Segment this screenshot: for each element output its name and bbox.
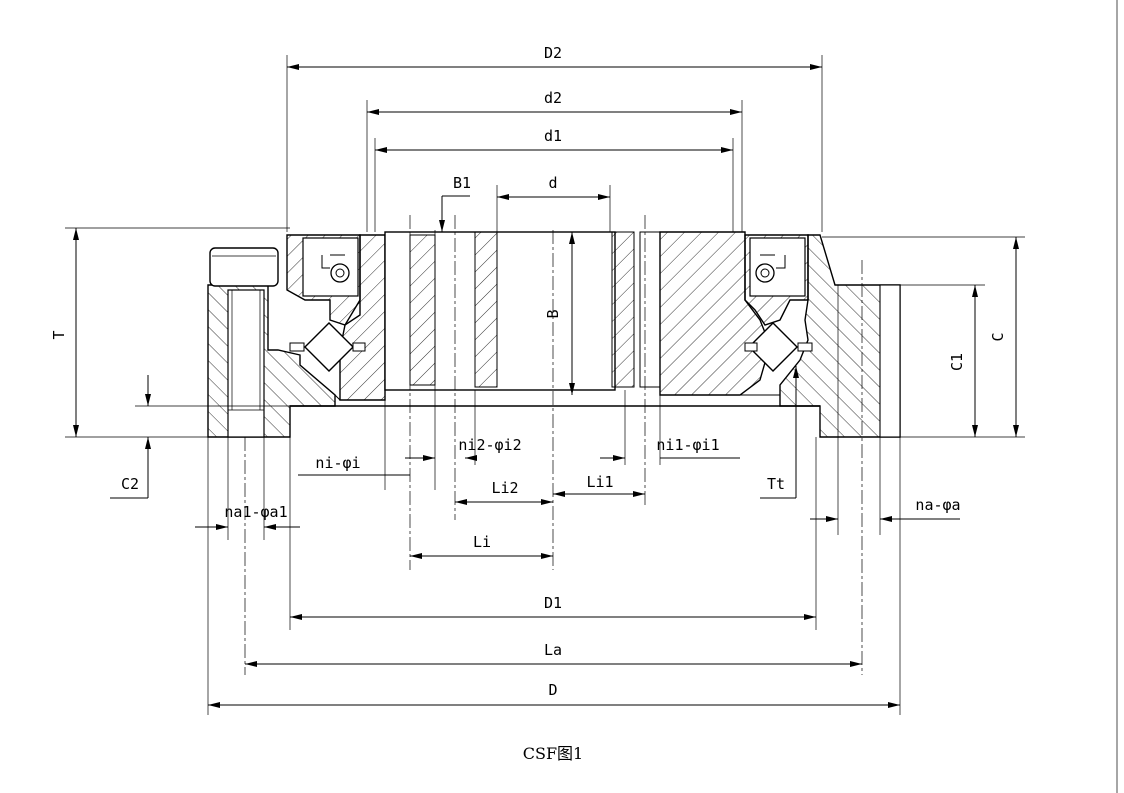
label-D2: D2 xyxy=(544,44,562,62)
label-d: d xyxy=(548,174,557,192)
left-seal xyxy=(302,237,359,297)
left-outer-ring xyxy=(207,284,336,438)
left-bolt-hole xyxy=(227,289,265,438)
label-D1: D1 xyxy=(544,594,562,612)
label-D: D xyxy=(548,681,557,699)
label-Tt: Tt xyxy=(767,475,785,493)
label-ni1-phi-i1: ni1-φi1 xyxy=(656,436,719,454)
figure-caption: CSF图1 xyxy=(523,744,584,763)
label-C2: C2 xyxy=(121,475,139,493)
label-C1: C1 xyxy=(948,353,966,371)
strip-2 xyxy=(474,231,498,388)
right-roller xyxy=(744,321,813,373)
label-ni2-phi-i2: ni2-φi2 xyxy=(458,436,521,454)
label-d1: d1 xyxy=(544,127,562,145)
right-bolt-hole xyxy=(879,284,901,438)
dimension-lines xyxy=(73,64,1019,708)
label-Li1: Li1 xyxy=(586,473,613,491)
label-d2: d2 xyxy=(544,89,562,107)
extension-lines xyxy=(65,55,1025,715)
label-B: B xyxy=(544,309,562,318)
label-na1-phi-a1: na1-φa1 xyxy=(224,503,287,521)
label-na-phi-a: na-φa xyxy=(915,496,960,514)
label-La: La xyxy=(544,641,562,659)
label-ni-phi-i: ni-φi xyxy=(315,454,360,472)
dimension-labels: D2 d2 d1 B1 d B T C C1 C2 Tt ni-φi ni2-φ… xyxy=(50,44,1007,699)
label-Li: Li xyxy=(473,533,491,551)
bearing-body xyxy=(207,231,901,438)
bolt-head xyxy=(209,247,279,287)
label-C: C xyxy=(989,332,1007,341)
label-T: T xyxy=(50,330,68,339)
left-roller xyxy=(289,321,366,373)
strip-1 xyxy=(409,234,436,386)
right-seal xyxy=(749,237,806,297)
label-Li2: Li2 xyxy=(491,479,518,497)
strip-3 xyxy=(611,231,635,388)
label-B1: B1 xyxy=(453,174,471,192)
strip-4 xyxy=(639,231,661,388)
